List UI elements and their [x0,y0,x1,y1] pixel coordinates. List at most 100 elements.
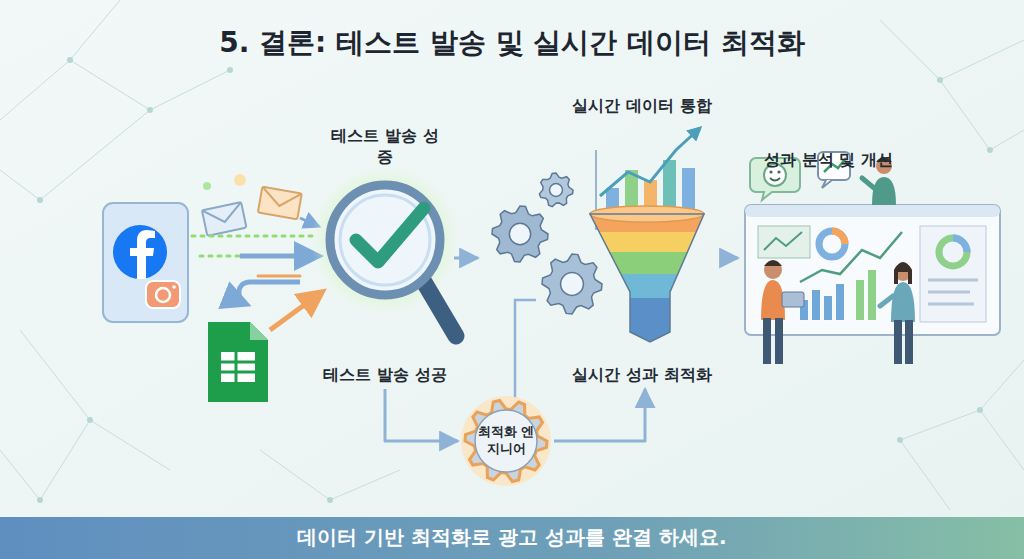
network-dots [987,147,993,153]
dashboard [758,226,810,258]
dashboard [812,290,820,320]
people [782,292,804,307]
input-arrows [258,275,300,278]
funnel [580,274,710,298]
node-label: 실시간 성과 최적화 [572,365,711,386]
dashboard [745,205,1000,335]
flow-arrow [385,389,458,441]
social-card [156,288,170,302]
envelopes [202,202,244,226]
dashboard [928,279,978,282]
node-heading: 성과 분석 및 개선 [764,150,893,171]
people [761,280,785,320]
dashboard [953,238,967,252]
dashboard [800,284,844,320]
magnifier-check [424,282,456,336]
social-card [113,225,167,279]
people [880,296,893,306]
gear [492,206,548,262]
node-heading: 테스트 발송 성증 [329,126,441,168]
envelopes [258,187,302,220]
node-heading: 실시간 데이터 통합 [572,96,711,117]
input-arrows [192,235,318,238]
envelopes [202,202,247,236]
people [894,262,912,284]
gear-glow [461,396,551,486]
magnifier-node: 테스트 발송 성증테스트 발송 성공 [318,126,452,386]
dashboard [745,205,1000,217]
sheets-icon [208,322,268,402]
people [764,260,782,266]
gear-hole [509,223,530,244]
dashboard [800,232,902,282]
gear [542,254,602,314]
social-card [103,203,188,322]
sheets-icon [221,361,255,364]
funnel [580,206,710,348]
dashboard [764,232,802,250]
network-dots [37,197,43,203]
input-arrows [239,282,300,304]
speech-bubbles [777,170,780,173]
people [761,157,915,364]
magnifier-check [340,195,430,285]
input-arrows [270,292,322,330]
input-arrows [240,254,318,259]
people [862,178,874,188]
dashboard [939,238,967,266]
caption: 데이터 기반 최적화로 광고 성과를 완결 하세요. [0,524,1024,551]
magnifier-check [330,185,440,295]
magnifier-check [356,208,424,262]
network-dots [37,497,43,503]
network-lines [70,0,230,110]
speech-bubbles [769,170,772,173]
dashboard [920,226,986,322]
dashboard [745,205,1000,335]
sheets-icon [221,371,255,374]
gear [539,173,573,207]
speech-bubbles [770,178,780,181]
funnel-node: 실시간 데이터 통합실시간 성과 최적화 [480,96,720,386]
title: 5. 결론: 테스트 발송 및 실시간 데이터 최적화 [0,24,1024,62]
funnel [580,210,710,348]
bar-chart [600,128,700,196]
input-arrows [200,255,320,258]
dashboard [856,270,876,320]
gear-face [475,410,537,472]
network-dots [147,107,153,113]
caption-band [0,517,1024,559]
gear-hole [550,184,563,197]
leader-line [515,300,536,398]
input-arrows [192,218,322,330]
people [872,177,896,205]
node-label: 테스트 발송 성공 [323,365,446,386]
dashboard [868,270,876,320]
dashboard [928,280,978,304]
funnel [580,252,710,274]
network-dots [897,437,903,443]
people [775,318,783,364]
envelopes [202,174,302,236]
dashboard [856,280,864,320]
flow-arrow [722,257,738,260]
network-dots [937,77,943,83]
people [894,320,902,364]
gear-node: 최적화 엔지니어 [460,396,552,486]
network-lines [0,330,170,500]
funnel [580,232,710,252]
node-heading: 최적화 엔지니어 [475,424,537,458]
gear-outline [465,401,547,482]
dashboard [928,303,974,306]
network-dots [227,67,233,73]
people [905,320,913,364]
people [763,318,771,364]
people [891,282,915,322]
magnifier-check [311,166,459,336]
gears [492,173,602,314]
dashboard [836,284,844,320]
network-dots [67,57,73,63]
flow-arrow [554,389,645,441]
sheets-icon [235,352,238,382]
network-lines [0,60,150,200]
